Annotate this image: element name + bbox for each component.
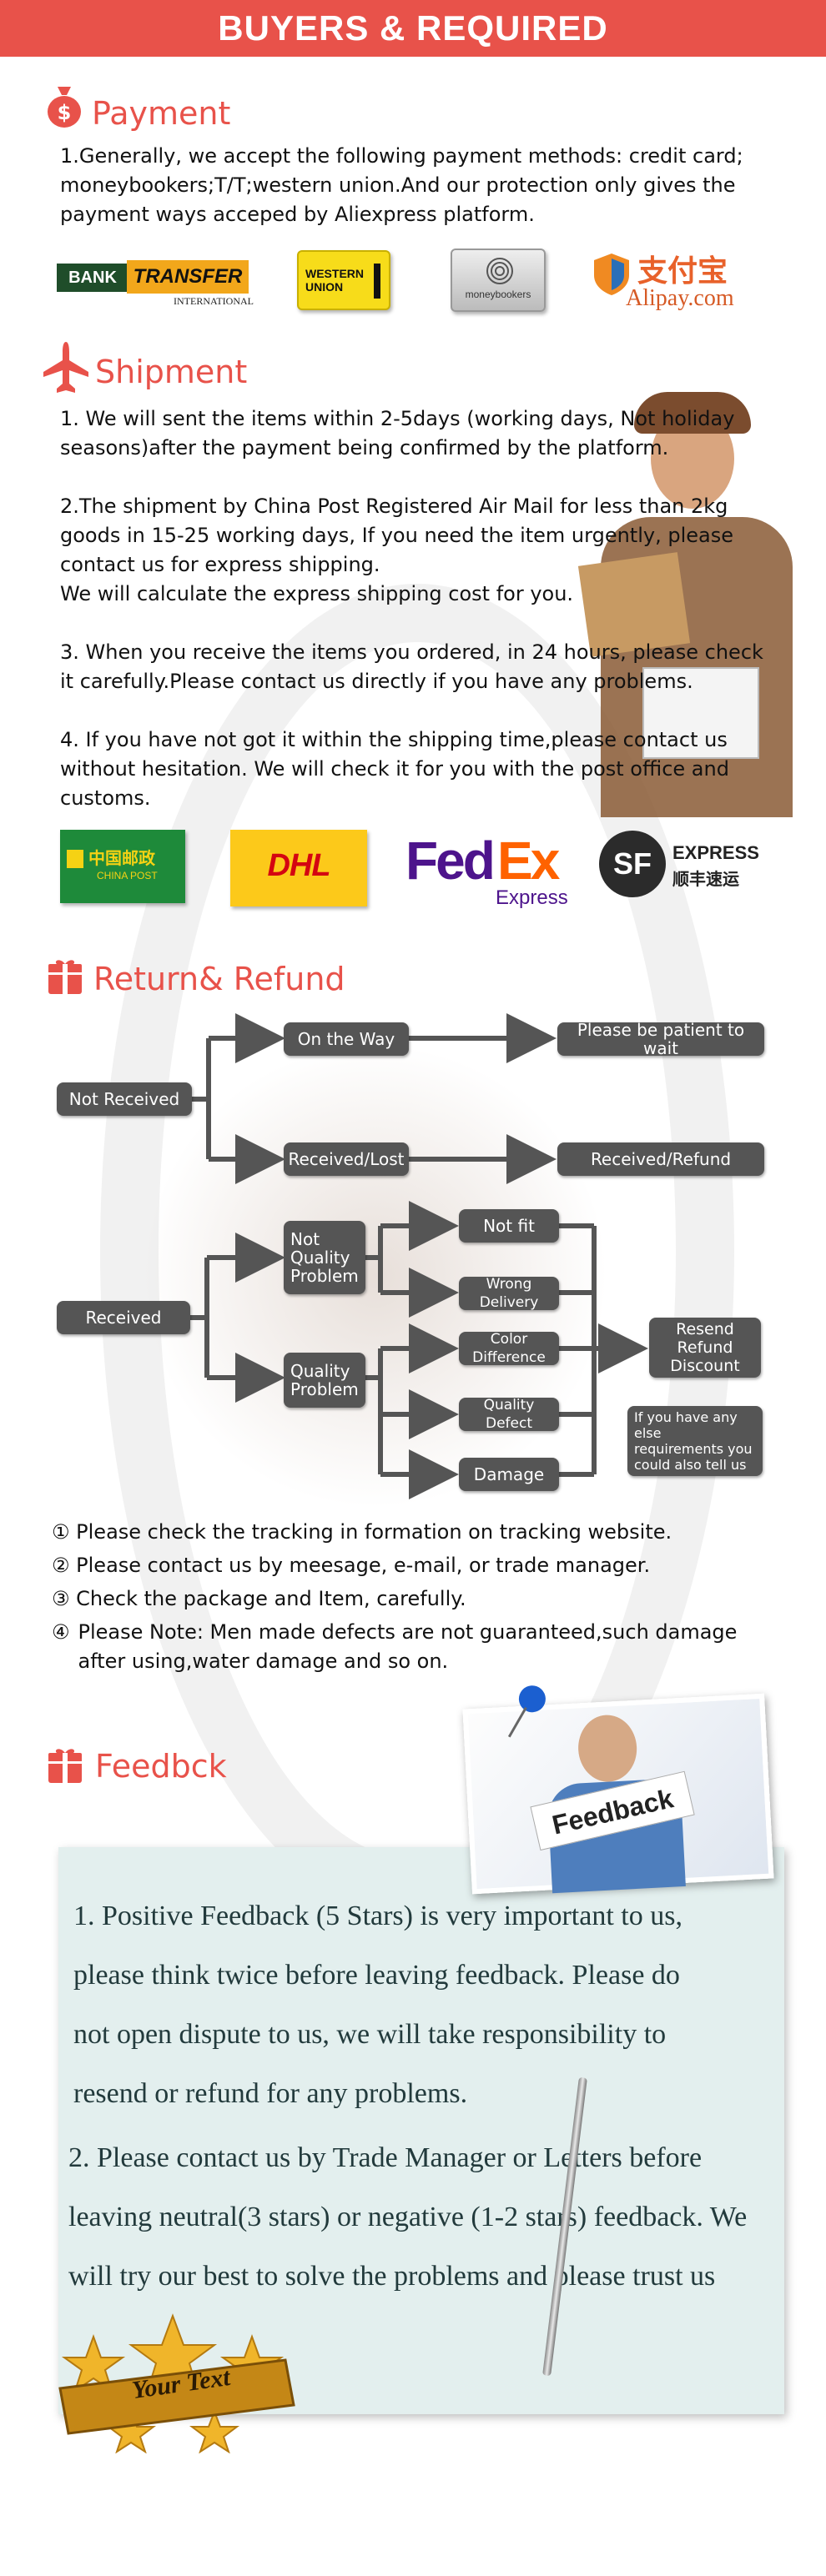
note-number: ② — [52, 1554, 70, 1577]
node-received-lost: Received/Lost — [284, 1142, 409, 1176]
feedback-paragraph-1: 1. Positive Feedback (5 Stars) is very i… — [73, 1901, 682, 2109]
payment-title: Payment — [92, 95, 231, 132]
bank-word: BANK — [57, 264, 128, 292]
gift-box-icon — [48, 1749, 82, 1783]
airplane-icon — [43, 342, 88, 393]
alipay-cn: 支付宝 — [637, 254, 728, 289]
node-wrong-delivery: Wrong Delivery — [459, 1276, 559, 1311]
refund-title: Return& Refund — [93, 961, 345, 997]
dhl-logo: DHL — [230, 830, 367, 906]
background-handshake-image — [142, 1042, 609, 1509]
push-pin-icon — [507, 1685, 546, 1738]
china-post-cn: 中国邮政 — [88, 848, 155, 868]
node-not-fit: Not fit — [459, 1209, 559, 1243]
note-text: Please check the tracking in formation o… — [76, 1520, 672, 1544]
note-number: ④ — [52, 1620, 70, 1644]
fedex-ex: Ex — [497, 831, 560, 891]
node-else-requirements: If you have any else requirements you co… — [627, 1406, 763, 1476]
feedback-card — [58, 1847, 784, 2414]
banner-title: BUYERS & REQUIRED — [218, 8, 608, 48]
refund-note-3: ③ Check the package and Item, carefully. — [52, 1584, 786, 1614]
node-on-the-way: On the Way — [284, 1022, 409, 1056]
flowchart-connectors — [190, 1013, 648, 1499]
refund-note-2: ② Please contact us by meesage, e-mail, … — [52, 1551, 786, 1580]
star-badge: Your Text — [43, 2312, 302, 2454]
node-received: Received — [57, 1301, 190, 1334]
delivery-man-image — [577, 392, 809, 817]
note-text: Please Note: Men made defects are not gu… — [78, 1620, 738, 1673]
sf-express-logo: SF EXPRESS 顺丰速运 — [599, 831, 774, 901]
shipment-paragraph-4: 4. If you have not got it within the shi… — [60, 728, 729, 810]
international-word: INTERNATIONAL — [174, 295, 254, 307]
node-not-quality-problem: Not Quality Problem — [284, 1221, 365, 1294]
alipay-en: Alipay.com — [626, 285, 734, 311]
union-word: UNION — [305, 280, 344, 294]
feedback-paragraph-2: 2. Please contact us by Trade Manager or… — [68, 2142, 748, 2292]
payment-text: 1.Generally, we accept the following pay… — [60, 144, 743, 226]
refund-note-1: ① Please check the tracking in formation… — [52, 1518, 786, 1547]
gift-box-icon — [48, 960, 82, 994]
svg-text:$: $ — [58, 101, 72, 124]
dhl-word: DHL — [267, 848, 330, 883]
feedback-title: Feedbck — [95, 1748, 227, 1785]
node-be-patient: Please be patient to wait — [557, 1021, 764, 1057]
moneybookers-logo: moneybookers — [451, 249, 546, 312]
moneybookers-word: moneybookers — [465, 289, 531, 300]
node-received-refund: Received/Refund — [557, 1142, 764, 1176]
sf-express-cn: 顺丰速运 — [672, 869, 739, 889]
header-banner: BUYERS & REQUIRED — [0, 0, 826, 57]
note-text: Check the package and Item, carefully. — [76, 1587, 466, 1610]
note-text: Please contact us by meesage, e-mail, or… — [76, 1554, 651, 1577]
transfer-word: TRANSFER — [127, 260, 249, 294]
fedex-fed: Fed — [405, 831, 496, 891]
shipment-paragraph-1: 1. We will sent the items within 2-5days… — [60, 407, 735, 459]
node-quality-problem: Quality Problem — [284, 1353, 365, 1408]
node-not-received: Not Received — [57, 1082, 192, 1116]
feedback-photo: Feedback — [462, 1685, 774, 1895]
sf-badge: SF — [599, 831, 666, 897]
node-damage: Damage — [459, 1458, 559, 1491]
fedex-express: Express — [496, 886, 568, 909]
bank-transfer-logo: BANK TRANSFER INTERNATIONAL — [57, 260, 254, 309]
china-post-en: CHINA POST — [97, 870, 158, 881]
fedex-logo: Fed Ex Express — [405, 830, 581, 913]
node-color-difference: Color Difference — [459, 1331, 559, 1366]
shipment-paragraph-2: 2.The shipment by China Post Registered … — [60, 495, 733, 605]
money-bag-icon: $ — [48, 87, 81, 128]
refund-note-4: ④ Please Note: Men made defects are not … — [52, 1618, 786, 1676]
node-quality-defect: Quality Defect — [459, 1397, 559, 1432]
sf-express-en: EXPRESS — [672, 842, 759, 863]
china-post-logo: 中国邮政 CHINA POST — [60, 830, 185, 903]
node-resend-refund-discount: Resend Refund Discount — [649, 1318, 761, 1378]
note-number: ③ — [52, 1587, 70, 1610]
western-union-logo: WESTERN UNION — [297, 250, 390, 310]
shipment-paragraph-3: 3. When you receive the items you ordere… — [60, 640, 763, 693]
alipay-logo: 支付宝 Alipay.com — [591, 247, 774, 317]
western-word: WESTERN — [305, 267, 364, 280]
shipment-title: Shipment — [95, 354, 248, 390]
note-number: ① — [52, 1520, 70, 1544]
